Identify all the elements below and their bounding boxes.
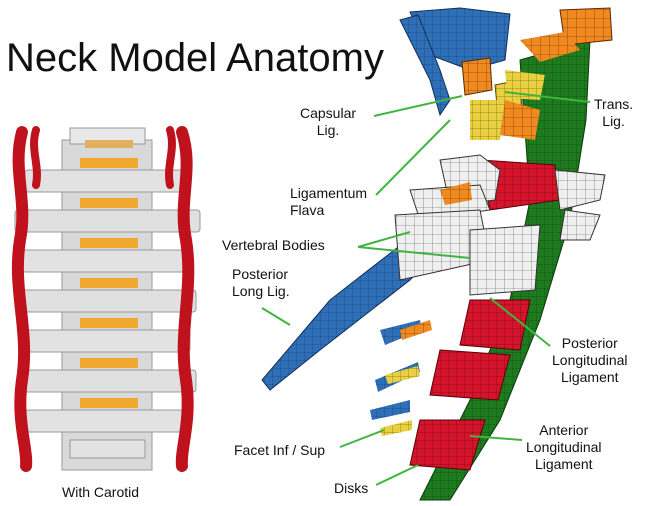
label-capsular-line2: Lig. [300,122,356,139]
label-facet-inf-sup: Facet Inf / Sup [234,442,325,459]
label-trans-line1: Trans. [594,96,633,113]
label-disks: Disks [334,480,368,497]
label-ant-longitudinal-line1: Anterior [526,422,602,439]
label-posterior-long-line1: Posterior [232,266,290,283]
spine-with-carotid-model [15,128,200,470]
label-posterior-long-lig: Posterior Long Lig. [232,266,290,300]
label-ligamentum-flava: Ligamentum Flava [290,185,367,219]
label-ant-longitudinal-line2: Longitudinal [526,439,602,456]
label-vertebral-bodies: Vertebral Bodies [222,237,325,254]
label-ligflava-line2: Flava [290,202,367,219]
label-ant-longitudinal-line3: Ligament [526,456,602,473]
label-post-longitudinal-line2: Longitudinal [552,352,628,369]
label-posterior-long-line2: Long Lig. [232,283,290,300]
label-posterior-longitudinal-ligament: Posterior Longitudinal Ligament [552,335,628,386]
label-capsular-lig: Capsular Lig. [300,105,356,139]
label-anterior-longitudinal-ligament: Anterior Longitudinal Ligament [526,422,602,473]
label-capsular-line1: Capsular [300,105,356,122]
label-trans-lig: Trans. Lig. [594,96,633,130]
label-post-longitudinal-line3: Ligament [552,369,628,386]
caption-with-carotid: With Carotid [62,484,139,501]
label-post-longitudinal-line1: Posterior [552,335,628,352]
label-trans-line2: Lig. [594,113,633,130]
label-ligflava-line1: Ligamentum [290,185,367,202]
